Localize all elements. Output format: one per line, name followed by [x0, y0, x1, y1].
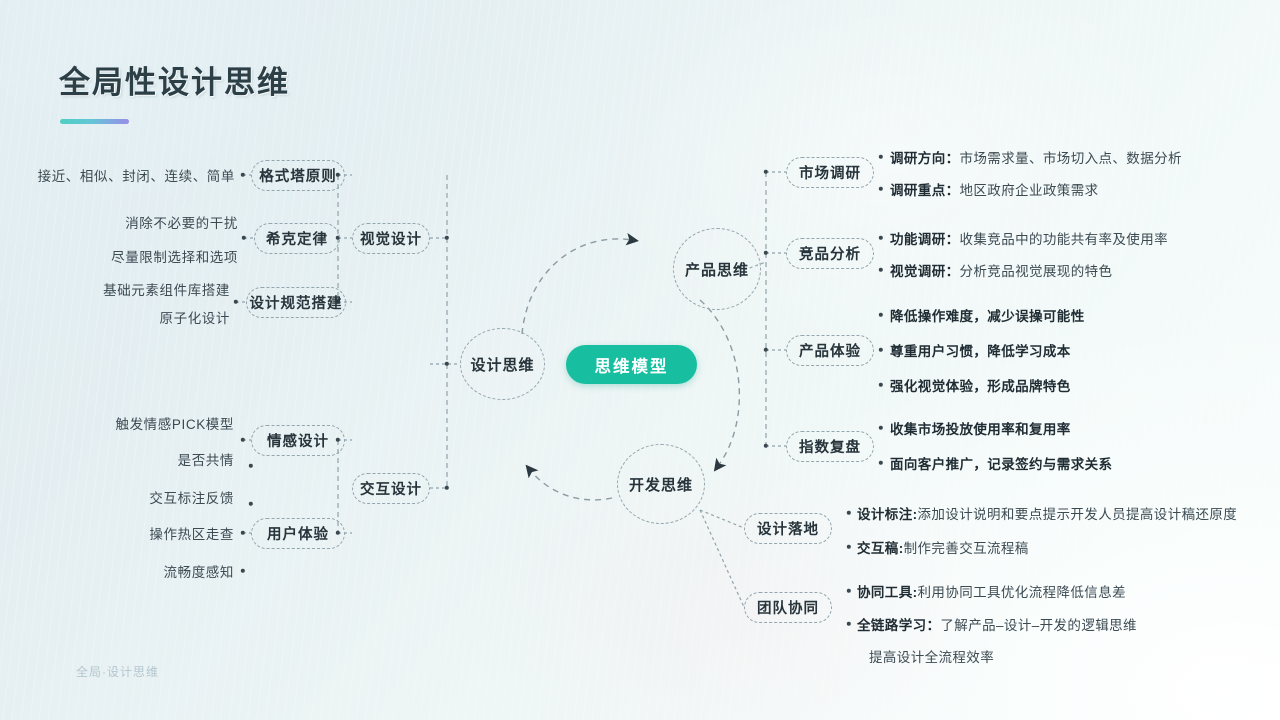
detail-competitor-2: 视觉调研：分析竞品视觉展现的特色 [890, 260, 1112, 280]
detail-key: 交互稿: [857, 541, 904, 556]
bullet-dot [846, 588, 852, 594]
detail-key: 全链路学习： [857, 618, 941, 633]
circle-node-design-thinking[interactable]: 设计思维 [460, 328, 545, 400]
junction-dot [763, 250, 769, 256]
bullet-dot [878, 347, 884, 353]
detail-value: 添加设计说明和要点提示开发人员提高设计稿还原度 [917, 507, 1238, 522]
leaf-spec-1: 基础元素组件库搭建 [103, 283, 230, 298]
detail-product-exp-3: 强化视觉体验，形成品牌特色 [890, 375, 1071, 395]
bullet-dot [846, 621, 852, 627]
group-node-interaction-design[interactable]: 交互设计 [352, 473, 430, 504]
node-design-spec-build[interactable]: 设计规范搭建 [246, 287, 346, 318]
detail-team-collab-continuation: 提高设计全流程效率 [869, 650, 995, 665]
node-product-experience[interactable]: 产品体验 [786, 335, 874, 366]
footer-note: 全局·设计思维 [76, 665, 159, 679]
detail-key: 调研方向： [890, 151, 960, 166]
bullet-dot [846, 544, 852, 550]
junction-dot [444, 485, 450, 491]
detail-competitor-1: 功能调研：收集竞品中的功能共有率及使用率 [890, 228, 1168, 248]
bullet-dot [878, 425, 884, 431]
junction-dot [763, 347, 769, 353]
detail-key: 降低操作难度，减少误操可能性 [890, 309, 1085, 324]
detail-design-delivery-1: 设计标注:添加设计说明和要点提示开发人员提高设计稿还原度 [857, 503, 1237, 523]
leaf-dot [240, 437, 246, 443]
node-gestalt-principles[interactable]: 格式塔原则 [251, 160, 345, 191]
node-design-delivery[interactable]: 设计落地 [744, 513, 832, 544]
circle-node-product-thinking[interactable]: 产品思维 [673, 228, 761, 310]
node-index-review[interactable]: 指数复盘 [786, 431, 874, 462]
node-user-experience[interactable]: 用户体验 [251, 518, 345, 549]
node-emotional-design[interactable]: 情感设计 [251, 425, 345, 456]
bullet-dot [878, 460, 884, 466]
leaf-hicks-2: 尽量限制选择和选项 [111, 250, 238, 265]
detail-key: 协同工具: [857, 585, 918, 600]
leaf-hicks-1: 消除不必要的干扰 [125, 216, 238, 231]
detail-value: 分析竞品视觉展现的特色 [959, 264, 1113, 279]
bullet-dot [878, 312, 884, 318]
junction-dot [444, 235, 450, 241]
detail-team-collab-2: 全链路学习：了解产品–设计–开发的逻辑思维 [857, 614, 1137, 634]
leaf-dot [241, 235, 247, 241]
node-team-collaboration[interactable]: 团队协同 [744, 592, 832, 623]
leaf-ux-3: 流畅度感知 [163, 565, 234, 580]
detail-value: 地区政府企业政策需求 [959, 183, 1099, 198]
group-node-visual-design[interactable]: 视觉设计 [352, 223, 430, 254]
detail-key: 调研重点： [890, 183, 960, 198]
detail-value: 制作完善交互流程稿 [903, 541, 1029, 556]
bullet-dot [846, 510, 852, 516]
detail-index-review-1: 收集市场投放使用率和复用率 [890, 418, 1071, 438]
detail-key: 面向客户推广，记录签约与需求关系 [890, 457, 1113, 472]
detail-market-research-1: 调研方向：市场需求量、市场切入点、数据分析 [890, 147, 1182, 167]
leaf-dot [248, 501, 254, 507]
core-node-thinking-model[interactable]: 思维模型 [566, 345, 697, 384]
bullet-dot [878, 186, 884, 192]
leaf-gestalt-1: 接近、相似、封闭、连续、简单 [37, 169, 235, 184]
detail-value: 了解产品–设计–开发的逻辑思维 [940, 618, 1137, 633]
node-hicks-law[interactable]: 希克定律 [254, 223, 340, 254]
page-title: 全局性设计思维 [59, 65, 290, 100]
node-market-research[interactable]: 市场调研 [786, 157, 874, 188]
detail-index-review-2: 面向客户推广，记录签约与需求关系 [890, 453, 1112, 473]
leaf-dot [248, 463, 254, 469]
detail-key: 尊重用户习惯，降低学习成本 [890, 344, 1071, 359]
detail-product-exp-1: 降低操作难度，减少误操可能性 [890, 305, 1085, 325]
detail-value: 利用协同工具优化流程降低信息差 [917, 585, 1126, 600]
bullet-dot [878, 235, 884, 241]
leaf-dot [240, 172, 246, 178]
detail-value: 市场需求量、市场切入点、数据分析 [959, 151, 1182, 166]
title-underline-rule [60, 119, 129, 124]
leaf-emotional-1: 触发情感PICK模型 [115, 417, 234, 432]
leaf-spec-2: 原子化设计 [159, 311, 230, 326]
leaf-dot [240, 530, 246, 536]
junction-dot [444, 361, 450, 367]
detail-key: 视觉调研： [890, 264, 960, 279]
bullet-dot [878, 267, 884, 273]
detail-market-research-2: 调研重点：地区政府企业政策需求 [890, 179, 1099, 199]
node-competitor-analysis[interactable]: 竞品分析 [786, 238, 874, 269]
leaf-ux-2: 操作热区走查 [149, 527, 234, 542]
detail-key: 设计标注: [857, 507, 918, 522]
leaf-dot [240, 568, 246, 574]
detail-key: 强化视觉体验，形成品牌特色 [890, 379, 1071, 394]
leaf-emotional-2: 是否共情 [177, 453, 234, 468]
circle-node-dev-thinking[interactable]: 开发思维 [617, 444, 705, 524]
detail-key: 功能调研： [890, 232, 960, 247]
leaf-ux-1: 交互标注反馈 [149, 491, 234, 506]
detail-team-collab-1: 协同工具:利用协同工具优化流程降低信息差 [857, 581, 1126, 601]
junction-dot [763, 169, 769, 175]
bullet-dot [878, 382, 884, 388]
detail-value: 收集竞品中的功能共有率及使用率 [959, 232, 1168, 247]
junction-dot [763, 443, 769, 449]
bullet-dot [878, 154, 884, 160]
leaf-dot [233, 299, 239, 305]
detail-product-exp-2: 尊重用户习惯，降低学习成本 [890, 340, 1071, 360]
detail-design-delivery-2: 交互稿:制作完善交互流程稿 [857, 537, 1029, 557]
detail-key: 收集市场投放使用率和复用率 [890, 422, 1071, 437]
